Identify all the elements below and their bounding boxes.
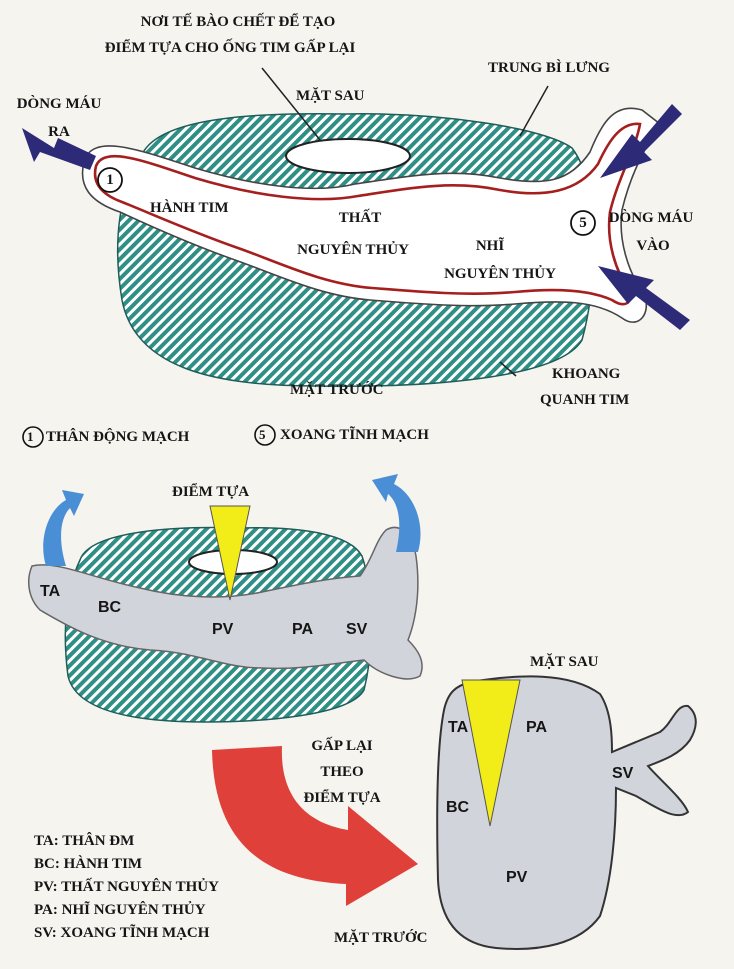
- key-1-circle: [22, 426, 44, 448]
- legend-item-pv: PV: THẤT NGUYÊN THỦY: [34, 879, 219, 895]
- marker-1-circle: [97, 167, 123, 193]
- label-blood-in-line2: VÀO: [636, 238, 670, 254]
- bottom-label-pa: PA: [526, 719, 548, 736]
- bottom-label-ta: TA: [448, 719, 469, 736]
- label-pericardial-line1: KHOANG: [552, 366, 621, 382]
- blood-out-arrow: [22, 128, 96, 170]
- middle-label-ta: TA: [40, 583, 61, 600]
- label-ventricle-line1: THẤT: [338, 210, 382, 226]
- marker-1-number: 1: [106, 172, 114, 188]
- bottom-label-pv: PV: [506, 869, 528, 886]
- middle-label-pa: PA: [292, 621, 314, 638]
- legend-item-pa: PA: NHĨ NGUYÊN THỦY: [34, 902, 206, 918]
- curved-arrow-left: [43, 490, 84, 566]
- label-fold-line2: THEO: [320, 764, 364, 780]
- legend-item-ta: TA: THÂN ĐM: [34, 833, 135, 849]
- label-blood-in-line1: DÒNG MÁU: [608, 210, 694, 226]
- middle-pivot-wedge: [209, 505, 251, 601]
- leader-dorsal-mesoderm: [519, 85, 549, 137]
- folded-pivot-wedge: [461, 679, 521, 827]
- legend-item-sv: SV: XOANG TĨNH MẠCH: [34, 925, 210, 941]
- label-back-side: MẶT SAU: [296, 88, 365, 104]
- bottom-label-bc: BC: [446, 799, 470, 816]
- label-atrium-line2: NGUYÊN THỦY: [444, 266, 556, 282]
- label-pericardial-line2: QUANH TIM: [540, 392, 630, 408]
- bottom-label-front-side: MẶT TRƯỚC: [334, 930, 428, 946]
- key-5-text: XOANG TĨNH MẠCH: [280, 427, 429, 443]
- legend-item-bc: BC: HÀNH TIM: [34, 856, 143, 872]
- bottom-label-back-side: MẶT SAU: [530, 654, 599, 670]
- key-1-number: 1: [27, 429, 34, 444]
- label-dorsal-mesoderm: TRUNG BÌ LƯNG: [488, 60, 610, 76]
- dorsal-opening-ellipse: [285, 138, 411, 174]
- key-5-number: 5: [259, 427, 266, 442]
- curved-arrow-right: [372, 474, 421, 552]
- leader-dead-cells: [261, 67, 321, 141]
- marker-5-number: 5: [579, 215, 587, 231]
- label-front-side: MẶT TRƯỚC: [290, 382, 384, 398]
- label-fold-line3: ĐIỂM TỰA: [303, 790, 381, 806]
- marker-5-circle: [570, 210, 596, 236]
- label-atrium-line1: NHĨ: [475, 238, 505, 254]
- key-1-text: THÂN ĐỘNG MẠCH: [46, 429, 190, 445]
- label-dead-cells-line2: ĐIỂM TỰA CHO ỐNG TIM GẤP LẠI: [104, 40, 356, 56]
- blood-in-lower-arrow: [598, 266, 690, 330]
- label-dead-cells-line1: NƠI TẾ BÀO CHẾT ĐỂ TẠO: [140, 14, 336, 30]
- label-pivot: ĐIỂM TỰA: [172, 484, 250, 500]
- label-blood-out-line1: DÒNG MÁU: [16, 96, 102, 112]
- fold-arrow: [212, 746, 418, 906]
- label-blood-out-line2: RA: [48, 124, 70, 140]
- blood-in-upper-arrow: [600, 104, 682, 178]
- middle-heart-tube: [27, 526, 423, 680]
- label-bulbus-cordis: HÀNH TIM: [150, 200, 229, 216]
- leader-pericardial: [499, 361, 517, 377]
- bottom-label-sv: SV: [612, 765, 634, 782]
- middle-label-bc: BC: [98, 599, 122, 616]
- label-fold-line1: GẤP LẠI: [311, 738, 373, 754]
- label-ventricle-line2: NGUYÊN THỦY: [297, 242, 409, 258]
- heart-tube-wall: [93, 122, 642, 306]
- middle-label-sv: SV: [346, 621, 368, 638]
- middle-label-pv: PV: [212, 621, 234, 638]
- key-5-circle: [254, 424, 276, 446]
